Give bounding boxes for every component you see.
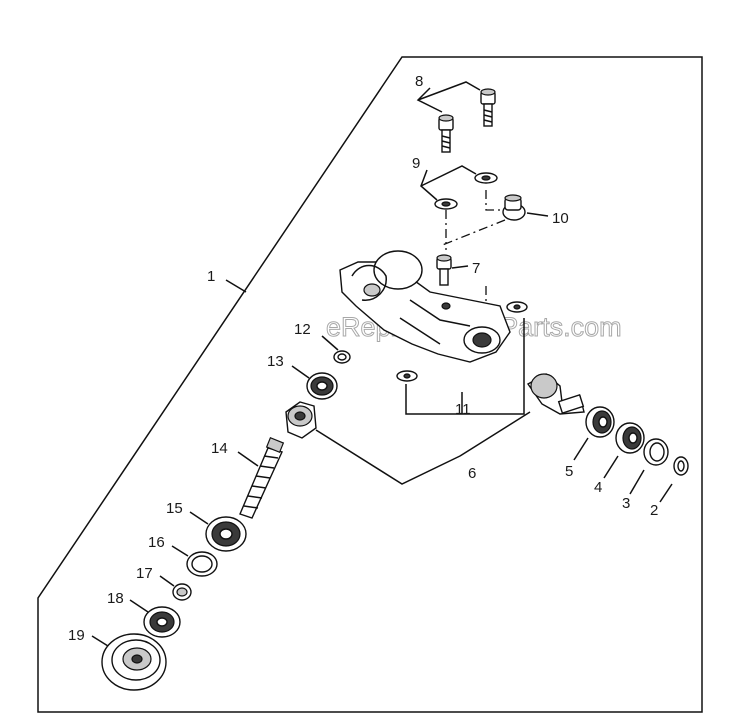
leader-12 [321,335,339,351]
gear-housing[interactable] [339,250,511,363]
leader-7 [451,265,469,269]
leader-19 [91,635,109,647]
part-14-shaft[interactable] [239,436,285,519]
part-3-washer[interactable] [643,438,669,466]
callout-13: 13 [267,353,284,370]
leader-15 [189,511,209,525]
callout-7: 7 [472,260,480,277]
part-8-bolts[interactable] [438,88,496,153]
leader-11 [405,318,525,415]
callout-17: 17 [136,565,153,582]
callout-19: 19 [68,627,85,644]
assembly-frame [37,56,703,713]
part-5-bearing[interactable] [585,406,615,438]
callout-9: 9 [412,155,420,172]
callout-1: 1 [207,268,215,285]
part-17-collar[interactable] [172,583,192,601]
part-2-ring[interactable] [673,456,689,476]
leader-9 [420,165,477,201]
callout-5: 5 [565,463,573,480]
leader-13 [291,365,310,379]
leader-8 [416,81,481,113]
part-18-bearing[interactable] [143,606,181,638]
callout-18: 18 [107,590,124,607]
leader-18 [129,599,149,613]
leader-4 [603,455,619,479]
part-15-bearing[interactable] [205,516,247,552]
leader-17 [159,575,175,587]
leader-14 [237,451,259,467]
part-11-nuts[interactable] [396,301,528,382]
axis-line [439,190,506,310]
callout-10: 10 [552,210,569,227]
callout-15: 15 [166,500,183,517]
callout-16: 16 [148,534,165,551]
part-16-ring[interactable] [186,551,218,577]
leader-2 [659,483,673,503]
part-19-holder[interactable] [101,633,167,691]
callout-4: 4 [594,479,602,496]
part-10-plug[interactable] [502,194,526,221]
part-12-ring[interactable] [333,350,351,364]
part-9-washers[interactable] [434,172,498,210]
callout-6: 6 [468,465,476,482]
leader-3 [629,469,645,495]
leader-5 [573,437,589,461]
leader-16 [171,545,189,557]
callout-3: 3 [622,495,630,512]
callout-12: 12 [294,321,311,338]
part-6-gear-set[interactable] [285,373,585,439]
leader-6 [315,411,531,485]
part-4-bearing[interactable] [615,422,645,454]
callout-11: 11 [455,401,471,418]
callout-2: 2 [650,502,658,519]
leader-10 [526,212,549,217]
leader-1 [225,279,247,293]
callout-8: 8 [415,73,423,90]
part-13-bearing[interactable] [306,372,338,400]
part-7-bolt[interactable] [436,254,452,286]
callout-14: 14 [211,440,228,457]
